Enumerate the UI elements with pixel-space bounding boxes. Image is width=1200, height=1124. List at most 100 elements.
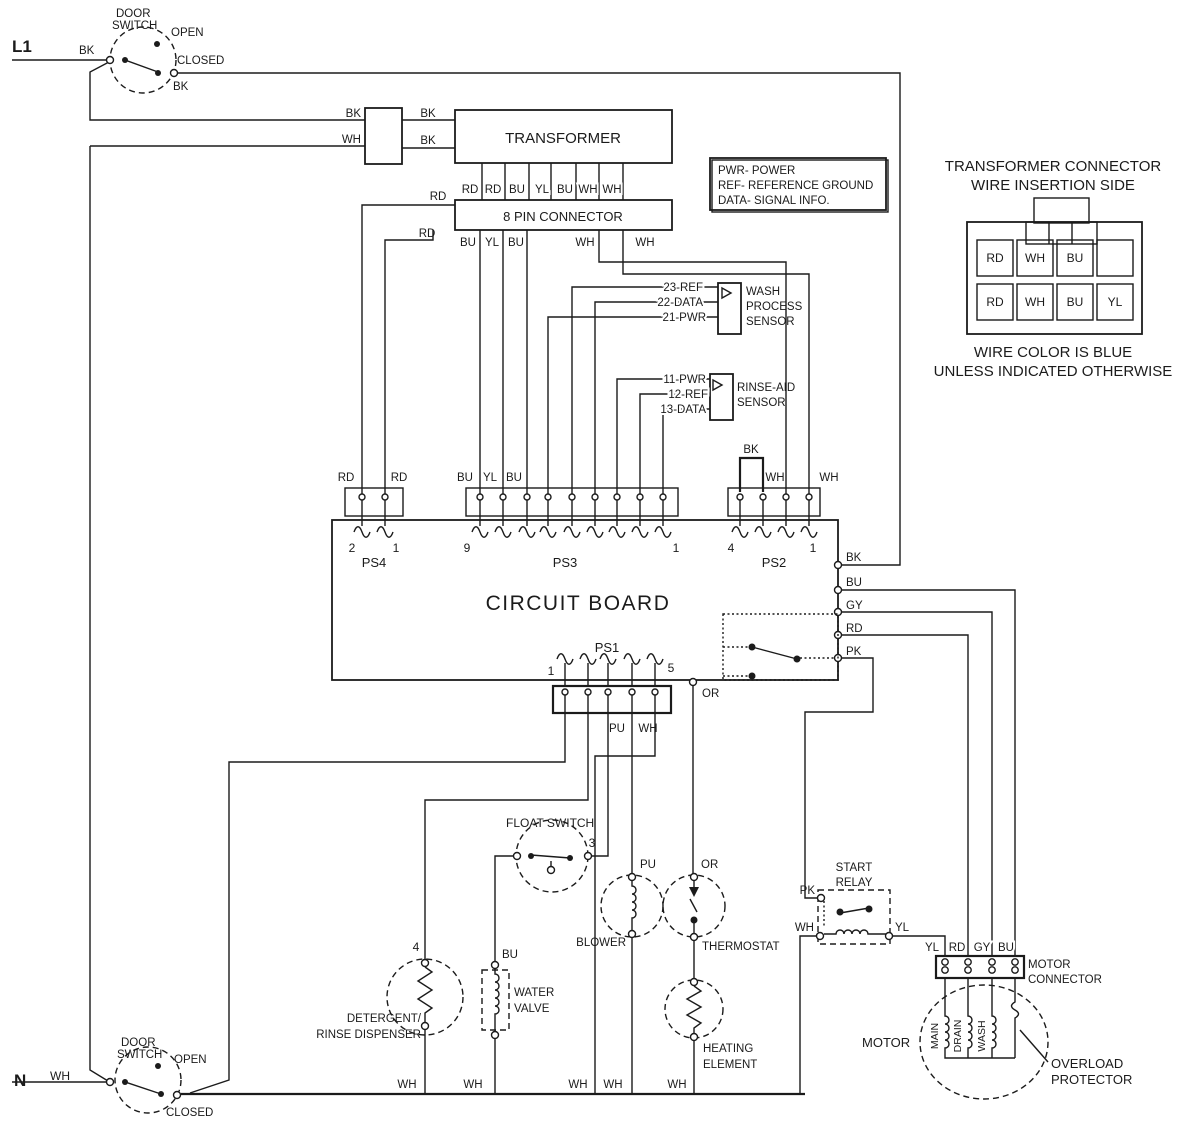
tconn-note-1: WIRE COLOR IS BLUE [974, 344, 1132, 361]
label-rail-wh-1: WH [397, 1079, 416, 1091]
thermostat: OR THERMOSTAT [662, 859, 780, 953]
wash-process-sensor: 23-REF 22-DATA 21-PWR WASH PROCESS SENSO… [655, 280, 803, 335]
label-mconn-bu: BU [998, 942, 1014, 954]
label-float-pin-3: 3 [589, 836, 596, 850]
label-winding-wash: WASH [976, 1020, 988, 1051]
tconn-cell-r2c4: YL [1108, 295, 1123, 309]
label-ps3-bu2: BU [506, 472, 522, 484]
ps2-name: PS2 [762, 555, 787, 570]
label-out-pk: PK [846, 646, 862, 658]
bottom-rail-labels: WH WH WH WH WH [397, 1079, 686, 1091]
blower: PU BLOWER [576, 859, 664, 949]
label-ps1-pu: PU [609, 723, 625, 735]
label-sec-rd2: RD [485, 184, 502, 196]
wash-sensor-name-3: SENSOR [746, 316, 795, 328]
label-door-b2: SWITCH [117, 1049, 162, 1061]
label-11-pwr: 11-PWR [663, 374, 706, 386]
tconn-cell-r2c1: RD [986, 295, 1004, 309]
label-rd-left-1: RD [430, 191, 447, 203]
board-relay [722, 613, 839, 681]
label-ps4-rd2: RD [391, 472, 408, 484]
label-sec-bu2: BU [557, 184, 573, 196]
transformer-title: TRANSFORMER [505, 130, 621, 147]
label-rd-left-2: RD [419, 228, 436, 240]
ps1-pin-right: 5 [668, 661, 675, 675]
motor-connector-title-2: CONNECTOR [1028, 974, 1102, 986]
label-bk-prim-r1: BK [420, 108, 436, 120]
label-sec-yl: YL [535, 184, 550, 196]
label-n: N [14, 1071, 26, 1090]
label-l1: L1 [12, 37, 32, 56]
tconn-title-1: TRANSFORMER CONNECTOR [945, 158, 1162, 175]
circuit-board-title: CIRCUIT BOARD [486, 592, 671, 615]
ps3-pin-left: 9 [464, 541, 471, 555]
label-bk-in: BK [79, 45, 95, 57]
label-ps3-yl: YL [483, 472, 498, 484]
pin-circles-top [358, 493, 813, 501]
tconn-title-2: WIRE INSERTION SIDE [971, 177, 1135, 194]
label-bk-prim-left: BK [346, 108, 362, 120]
label-ps1-wh: WH [638, 723, 657, 735]
ps1-name: PS1 [595, 640, 620, 655]
label-ps3-bu1: BU [457, 472, 473, 484]
label-rail-wh-5: WH [667, 1079, 686, 1091]
ps4-pin-left: 2 [349, 541, 356, 555]
dispenser-title-2: RINSE DISPENSER [316, 1029, 421, 1041]
ps1-pin-left: 1 [548, 664, 555, 678]
tconn-cell-r1c2: WH [1025, 251, 1045, 265]
water-valve-title-2: VALVE [514, 1003, 550, 1015]
label-bk-prim-r2: BK [420, 135, 436, 147]
label-closed-bottom: CLOSED [166, 1107, 213, 1119]
motor-connector: YL RD GY BU MOTOR CONNECTOR [923, 940, 1102, 986]
overload-title-2: PROTECTOR [1051, 1072, 1132, 1087]
motor-title: MOTOR [862, 1035, 910, 1050]
ps4-name: PS4 [362, 555, 387, 570]
label-below8-wh2: WH [635, 237, 654, 249]
label-closed-top: CLOSED [177, 55, 224, 67]
label-rail-wh-3: WH [568, 1079, 587, 1091]
label-sec-rd1: RD [462, 184, 479, 196]
tconn-cell-r1c1: RD [986, 251, 1004, 265]
dispenser-title-1: DETERGENT/ [347, 1013, 422, 1025]
label-thermostat-or: OR [701, 859, 718, 871]
rinse-aid-sensor: 11-PWR 12-REF 13-DATA RINSE-AID SENSOR [658, 372, 795, 421]
label-or-out: OR [702, 688, 719, 700]
transformer-connector-detail: TRANSFORMER CONNECTOR WIRE INSERTION SID… [934, 158, 1173, 380]
label-out-bu: BU [846, 577, 862, 589]
label-ps2-bk-jumper: BK [743, 444, 759, 456]
label-relay-yl: YL [895, 922, 910, 934]
motor: MAIN DRAIN WASH MOTOR OVERLOAD PROTECTOR [862, 978, 1132, 1100]
label-23-ref: 23-REF [663, 282, 703, 294]
wires [12, 59, 1049, 1096]
rinse-sensor-name-1: RINSE-AID [737, 382, 795, 394]
tconn-cell-r2c3: BU [1067, 295, 1084, 309]
label-sec-wh1: WH [578, 184, 597, 196]
label-door-1: DOOR [116, 8, 151, 20]
label-mconn-gy: GY [974, 942, 991, 954]
label-out-rd: RD [846, 623, 863, 635]
label-open-bottom: OPEN [174, 1054, 207, 1066]
eight-pin-connector: 8 PIN CONNECTOR RD RD BU YL BU WH WH [419, 191, 673, 249]
label-12-ref: 12-REF [668, 389, 708, 401]
label-ps2-wh1: WH [765, 472, 784, 484]
thermostat-title: THERMOSTAT [702, 941, 780, 953]
label-winding-drain: DRAIN [952, 1020, 964, 1053]
label-mconn-yl: YL [925, 942, 940, 954]
overload-title-1: OVERLOAD [1051, 1056, 1123, 1071]
label-below8-bu1: BU [460, 237, 476, 249]
legend-line-3: DATA- SIGNAL INFO. [718, 195, 830, 207]
label-ps4-rd1: RD [338, 472, 355, 484]
legend-line-1: PWR- POWER [718, 165, 795, 177]
label-valve-bu: BU [502, 949, 518, 961]
label-open-top: OPEN [171, 27, 204, 39]
rinse-sensor-name-2: SENSOR [737, 397, 786, 409]
start-relay-title-2: RELAY [836, 877, 873, 889]
label-below8-bu2: BU [508, 237, 524, 249]
label-door-2: SWITCH [112, 20, 157, 32]
label-sec-bu1: BU [509, 184, 525, 196]
ps2-pin-right: 1 [810, 541, 817, 555]
tconn-cell-r1c3: BU [1067, 251, 1084, 265]
door-switch-top: L1 BK DOOR SWITCH OPEN CLOSED BK [12, 8, 224, 94]
